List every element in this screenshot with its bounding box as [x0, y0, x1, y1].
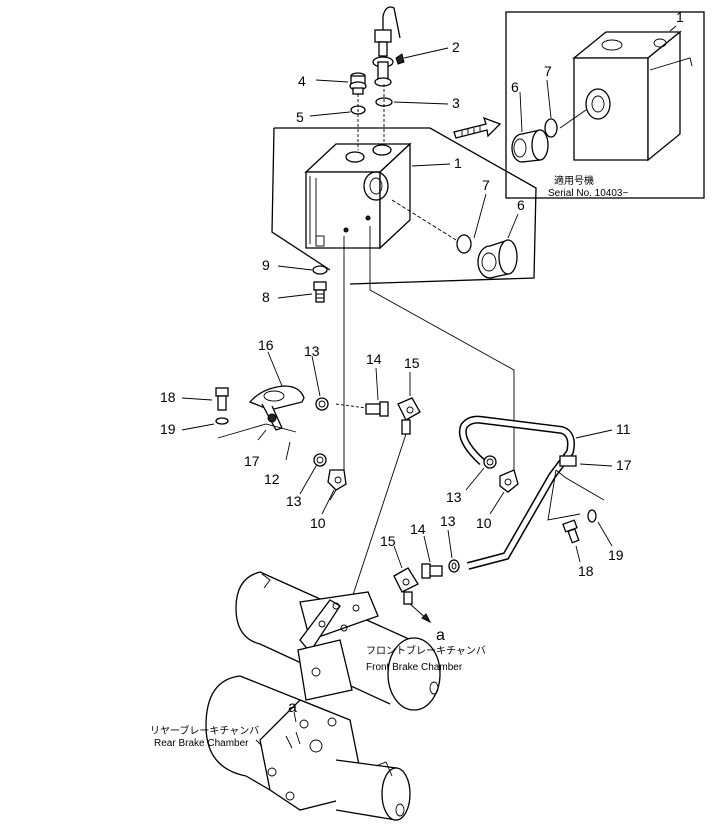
front-brake-chamber: [235, 571, 441, 712]
cap-main: [477, 239, 518, 279]
part-label-bolt-left: 18: [160, 389, 176, 405]
ref-a-lower: a: [288, 699, 297, 716]
part-label-tee-right: 15: [380, 533, 396, 549]
hydraulic-tank: [304, 142, 412, 250]
part-label-clip-left: 17: [244, 453, 260, 469]
part-label-plug: 4: [298, 73, 306, 89]
part-label-bolt-right: 18: [578, 563, 594, 579]
part-label-o-ring-small: 5: [296, 109, 304, 125]
part-label-tank-inset: 1: [676, 9, 684, 25]
bolt-left: [215, 387, 229, 411]
bracket-left: [248, 385, 305, 431]
part-label-pipe-right: 11: [616, 421, 631, 437]
rear-brake-chamber: [205, 675, 411, 821]
pipe-right: [458, 415, 575, 570]
part-label-clip-right: 17: [616, 457, 632, 473]
part-label-clamp-left-lower: 13: [286, 493, 302, 509]
tee-right: [393, 567, 419, 605]
part-label-cap-inset: 6: [511, 79, 519, 95]
part-label-connector-right: 14: [410, 521, 426, 537]
tank-fill-port: [363, 171, 389, 201]
o-ring-main: [456, 234, 472, 254]
part-label-clamp-right-lower: 13: [440, 513, 456, 529]
washer-left: [215, 417, 229, 425]
rear-chamber-label-en: Rear Brake Chamber: [154, 738, 249, 749]
part-label-tank: 1: [454, 155, 462, 171]
part-label-cap-main: 6: [517, 197, 525, 213]
part-label-clamp-left-upper: 13: [304, 343, 320, 359]
clip-right: [547, 455, 605, 521]
bolt-right: [562, 519, 580, 544]
part-label-connector-left: 14: [366, 351, 382, 367]
clamp-right-lower: [448, 559, 460, 573]
inset-tank: [572, 30, 693, 162]
elbow-left: [327, 469, 347, 491]
part-label-washer-right: 19: [608, 547, 624, 563]
part-label-washer-tank: 9: [262, 257, 270, 273]
part-label-pipe-left: 12: [264, 471, 280, 487]
part-label-bracket-left: 16: [258, 337, 274, 353]
inset-serial: Serial No. 10403~: [548, 188, 628, 199]
elbow-right: [499, 469, 519, 493]
inset-cap: [511, 129, 549, 163]
frame-line-left: [271, 127, 331, 271]
tank-port-left: [345, 151, 365, 163]
connector-right: [421, 563, 443, 579]
tank-port-right: [372, 144, 392, 156]
frame-line-right: [274, 127, 537, 285]
front-chamber-label-en: Front Brake Chamber: [366, 662, 463, 673]
inset-panel: 1 7 6 適用号機 Serial No. 10403~: [505, 9, 705, 199]
front-chamber-label-jp: フロントブレーキチャンバ: [366, 644, 486, 657]
part-label-elbow-right: 10: [476, 515, 492, 531]
part-label-tee-left: 15: [404, 355, 420, 371]
part-label-clamp-right-upper: 13: [446, 489, 462, 505]
rear-chamber-label-jp: リヤーブレーキチャンバ: [150, 724, 259, 737]
inset-pointer-arrow: [453, 116, 502, 139]
clamp-left-lower: [313, 453, 327, 467]
washer-right: [587, 509, 597, 523]
clamp-left-upper: [315, 397, 329, 411]
plug-top: [349, 72, 367, 95]
part-label-bolt-tank: 8: [262, 289, 270, 305]
part-label-washer-left: 19: [160, 421, 176, 437]
tee-left: [397, 397, 421, 435]
part-label-elbow-left: 10: [310, 515, 326, 531]
connector-left: [365, 401, 389, 417]
inset-title-jp: 適用号機: [554, 174, 594, 187]
part-label-o-ring-main: 7: [482, 177, 490, 193]
bolt-tank: [313, 281, 327, 303]
ref-a-upper: a: [436, 627, 445, 644]
part-label-breather: 2: [452, 39, 460, 55]
part-label-o-ring-top: 3: [452, 95, 460, 111]
clamp-right-upper: [483, 455, 497, 469]
inset-o-ring: [544, 118, 558, 138]
breather: [372, 6, 405, 87]
washer-tank: [312, 265, 328, 275]
part-label-o-ring-inset: 7: [544, 63, 552, 79]
